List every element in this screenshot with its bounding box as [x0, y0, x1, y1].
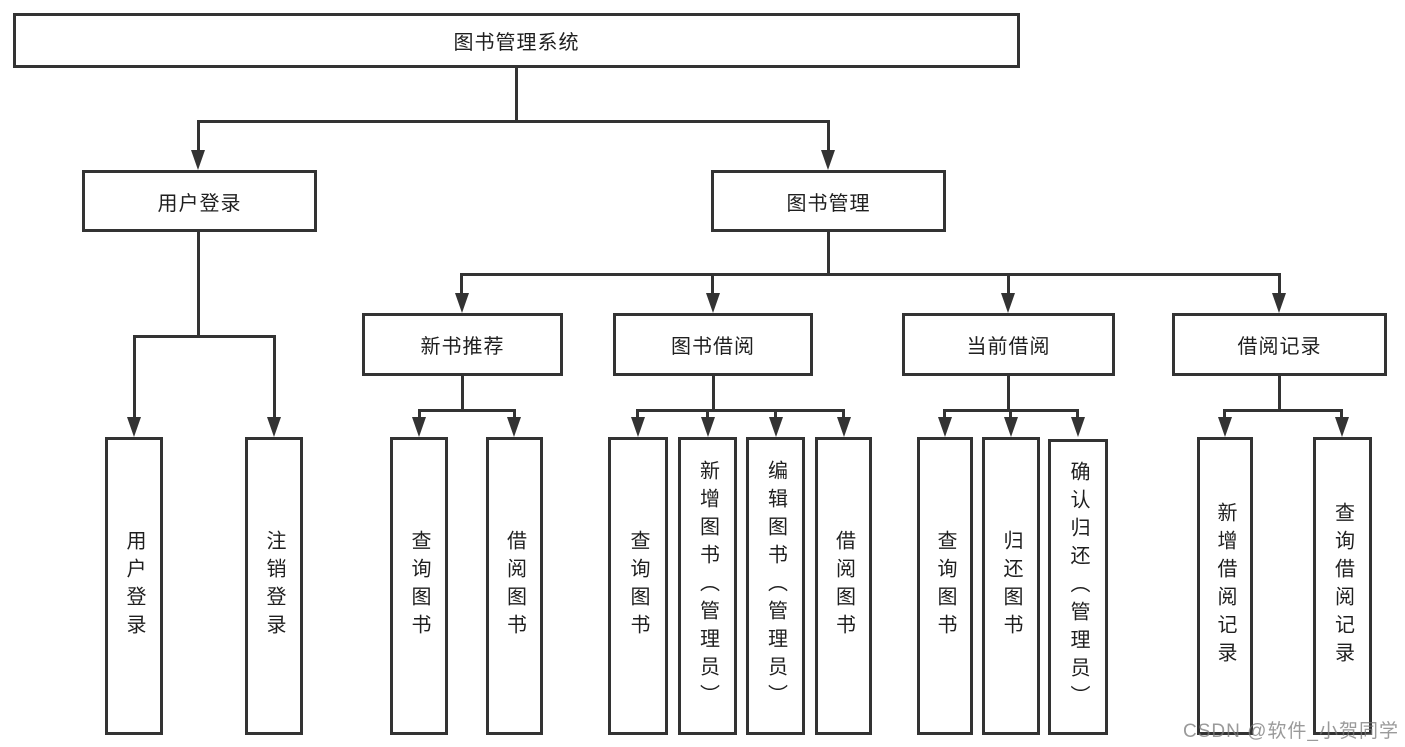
arrow-down-icon — [1335, 417, 1349, 437]
leaf-add-borrow-record: 新增借阅记录 — [1197, 437, 1253, 735]
arrow-down-icon — [127, 417, 141, 437]
connector-line — [1278, 376, 1281, 409]
arrow-down-icon — [267, 417, 281, 437]
arrow-down-icon — [1071, 417, 1085, 437]
connector-line — [133, 335, 276, 338]
connector-line — [712, 376, 715, 409]
connector-line — [460, 273, 463, 295]
arrow-down-icon — [1004, 417, 1018, 437]
leaf-label: 注销登录 — [263, 530, 285, 642]
connector-line — [197, 120, 200, 152]
connector-line — [1007, 273, 1010, 295]
leaf-label: 新增图书（管理员） — [696, 460, 719, 712]
connector-line — [774, 409, 777, 419]
node-root: 图书管理系统 — [13, 13, 1020, 68]
connector-line — [637, 409, 845, 412]
connector-line — [636, 409, 639, 419]
connector-line — [1009, 409, 1012, 419]
leaf-label: 编辑图书（管理员） — [764, 460, 787, 712]
connector-line — [515, 68, 518, 120]
leaf-label: 借阅图书 — [832, 530, 855, 642]
arrow-down-icon — [769, 417, 783, 437]
node-new-book-recommend: 新书推荐 — [362, 313, 563, 376]
arrow-down-icon — [1218, 417, 1232, 437]
connector-line — [1007, 376, 1010, 409]
arrow-down-icon — [412, 417, 426, 437]
leaf-label: 新增借阅记录 — [1214, 502, 1236, 670]
connector-line — [461, 376, 464, 409]
node-user-login: 用户登录 — [82, 170, 317, 232]
connector-line — [133, 335, 136, 418]
connector-line — [842, 409, 845, 419]
arrow-down-icon — [837, 417, 851, 437]
leaf-label: 确认归还（管理员） — [1067, 461, 1089, 713]
leaf-label: 归还图书 — [1000, 530, 1022, 642]
arrow-down-icon — [701, 417, 715, 437]
leaf-query-borrow-record: 查询借阅记录 — [1313, 437, 1372, 735]
node-borrowing-records: 借阅记录 — [1172, 313, 1387, 376]
connector-line — [197, 232, 200, 335]
connector-line — [461, 273, 1281, 276]
leaf-user-login: 用户登录 — [105, 437, 163, 735]
node-current-borrowing: 当前借阅 — [902, 313, 1115, 376]
connector-line — [1278, 273, 1281, 295]
arrow-down-icon — [1001, 293, 1015, 313]
leaf-query-books-borrow: 查询图书 — [608, 437, 668, 735]
node-book-borrowing: 图书借阅 — [613, 313, 813, 376]
leaf-confirm-return-admin: 确认归还（管理员） — [1048, 439, 1108, 735]
arrow-down-icon — [191, 150, 205, 170]
connector-line — [418, 409, 516, 412]
arrow-down-icon — [706, 293, 720, 313]
leaf-label: 用户登录 — [123, 530, 145, 642]
arrow-down-icon — [455, 293, 469, 313]
leaf-add-books-admin: 新增图书（管理员） — [678, 437, 737, 735]
arrow-down-icon — [507, 417, 521, 437]
leaf-borrow-books: 借阅图书 — [815, 437, 872, 735]
leaf-query-books-recommend: 查询图书 — [390, 437, 448, 735]
connector-line — [706, 409, 709, 419]
arrow-down-icon — [1272, 293, 1286, 313]
leaf-label: 查询图书 — [934, 530, 956, 642]
leaf-logout: 注销登录 — [245, 437, 303, 735]
connector-line — [827, 232, 830, 273]
leaf-label: 查询图书 — [408, 530, 430, 642]
connector-line — [197, 120, 830, 123]
leaf-edit-books-admin: 编辑图书（管理员） — [746, 437, 805, 735]
watermark: CSDN @软件_小贺同学 — [1183, 721, 1399, 742]
connector-line — [943, 409, 946, 419]
connector-line — [1340, 409, 1343, 419]
connector-line — [273, 335, 276, 418]
connector-line — [711, 273, 714, 295]
leaf-query-books-current: 查询图书 — [917, 437, 973, 735]
arrow-down-icon — [821, 150, 835, 170]
arrow-down-icon — [631, 417, 645, 437]
connector-line — [513, 409, 516, 419]
arrow-down-icon — [938, 417, 952, 437]
leaf-return-books: 归还图书 — [982, 437, 1040, 735]
node-book-management: 图书管理 — [711, 170, 946, 232]
connector-line — [827, 120, 830, 152]
connector-line — [418, 409, 421, 419]
connector-line — [1224, 409, 1343, 412]
leaf-borrow-books-recommend: 借阅图书 — [486, 437, 543, 735]
leaf-label: 查询图书 — [627, 530, 649, 642]
leaf-label: 查询借阅记录 — [1331, 502, 1354, 670]
connector-line — [1076, 409, 1079, 419]
connector-line — [1223, 409, 1226, 419]
leaf-label: 借阅图书 — [503, 530, 526, 642]
